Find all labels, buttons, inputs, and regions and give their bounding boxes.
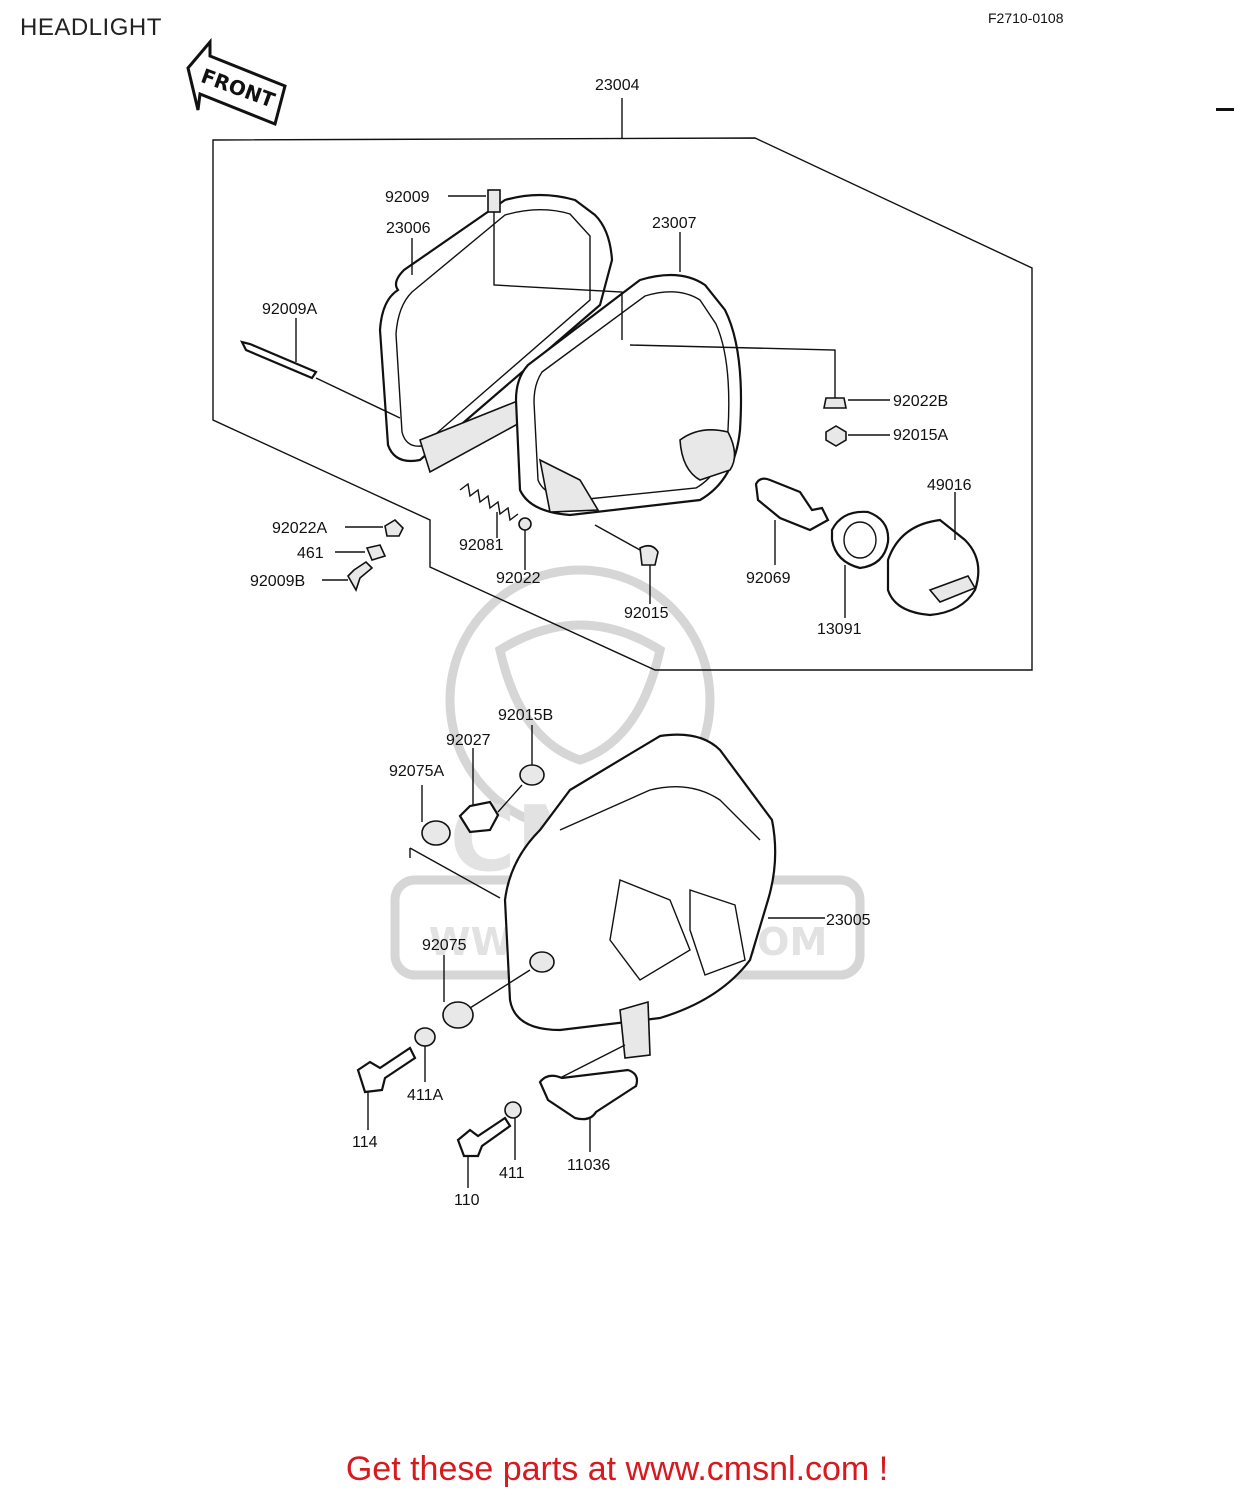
label-23004[interactable]: 23004 xyxy=(595,77,640,94)
headlight-housing-23005 xyxy=(503,733,777,1059)
headlight-rim xyxy=(378,193,614,474)
page-title: HEADLIGHT xyxy=(20,14,162,41)
housing-bracket xyxy=(619,1000,651,1059)
label-92022B[interactable]: 92022B xyxy=(893,393,948,410)
label-92009A[interactable]: 92009A xyxy=(262,301,317,318)
bulb-92069 xyxy=(754,477,830,532)
label-92009[interactable]: 92009 xyxy=(385,189,430,206)
footer-link[interactable]: Get these parts at www.cmsnl.com ! xyxy=(345,1450,889,1488)
lens-bottom-tab xyxy=(538,458,600,513)
bulb-socket-collar xyxy=(679,429,736,481)
label-13091[interactable]: 13091 xyxy=(817,621,862,638)
screw-92009B xyxy=(347,560,374,592)
label-92022A[interactable]: 92022A xyxy=(272,520,327,537)
housing-top-edge xyxy=(559,785,761,841)
headlight-lens-unit xyxy=(514,273,743,517)
grommet-92075 xyxy=(442,1001,474,1029)
label-92015B[interactable]: 92015B xyxy=(498,707,553,724)
housing-mount-hole xyxy=(529,951,555,973)
label-23006[interactable]: 23006 xyxy=(386,220,431,237)
figure-code: F2710-0108 xyxy=(988,10,1064,26)
screw-92009A-path xyxy=(315,377,401,419)
label-49016[interactable]: 49016 xyxy=(927,477,972,494)
label-92081[interactable]: 92081 xyxy=(459,537,504,554)
screw-92009 xyxy=(487,189,501,213)
assembly-boundary xyxy=(212,137,1033,671)
nut-92015B xyxy=(519,764,545,786)
label-23007[interactable]: 23007 xyxy=(652,215,697,232)
adjuster-path xyxy=(629,344,836,398)
front-arrow-shape xyxy=(186,37,287,127)
nut-92022 xyxy=(518,517,532,531)
label-92015A[interactable]: 92015A xyxy=(893,427,948,444)
dust-cap-49016 xyxy=(886,518,980,617)
nut-92022A xyxy=(384,518,404,537)
housing-body xyxy=(503,733,777,1032)
watermark-face xyxy=(494,620,666,765)
bracket-11036 xyxy=(538,1068,639,1121)
label-411A[interactable]: 411A xyxy=(407,1087,444,1104)
label-92015[interactable]: 92015 xyxy=(624,605,669,622)
label-92069[interactable]: 92069 xyxy=(746,570,791,587)
grommet-92075-path xyxy=(469,969,531,1009)
housing-window-left xyxy=(609,879,691,981)
label-92075[interactable]: 92075 xyxy=(422,937,467,954)
dust-cap-tab xyxy=(928,575,977,603)
label-114[interactable]: 114 xyxy=(352,1134,378,1151)
nut-92022B xyxy=(823,397,847,409)
housing-side-line xyxy=(409,847,501,899)
socket-13091-ring xyxy=(843,521,877,559)
nut-92015-path xyxy=(594,524,641,551)
label-11036[interactable]: 11036 xyxy=(567,1157,610,1174)
socket-13091 xyxy=(830,510,890,570)
label-92027[interactable]: 92027 xyxy=(446,732,491,749)
collar-92027 xyxy=(458,800,500,834)
label-461[interactable]: 461 xyxy=(297,545,324,562)
grommet-92075A xyxy=(421,820,451,846)
rim-inner xyxy=(395,209,591,447)
bracket-11036-path xyxy=(559,1044,626,1079)
housing-window-right xyxy=(689,889,746,976)
nut-92015 xyxy=(639,544,659,566)
label-92009B[interactable]: 92009B xyxy=(250,573,305,590)
washer-411 xyxy=(504,1101,522,1119)
label-92075A[interactable]: 92075A xyxy=(389,763,444,780)
front-arrow: FRONT xyxy=(186,37,287,127)
label-110[interactable]: 110 xyxy=(454,1192,480,1209)
rim-outer xyxy=(378,193,614,463)
washer-461 xyxy=(365,544,387,561)
washer-411A xyxy=(414,1027,436,1047)
screw-92009-path xyxy=(493,212,623,340)
label-92022[interactable]: 92022 xyxy=(496,570,541,587)
spring-92081 xyxy=(459,482,519,522)
label-23005[interactable]: 23005 xyxy=(826,912,871,929)
label-411[interactable]: 411 xyxy=(499,1165,525,1182)
bolt-114 xyxy=(356,1046,417,1094)
screw-92009A xyxy=(239,340,318,380)
nut-92015A xyxy=(825,425,847,447)
part-labels: 23004 92009 23006 23007 92009A 92022B 92… xyxy=(250,77,972,1209)
corner-mark xyxy=(1216,108,1234,111)
bolt-110 xyxy=(456,1116,512,1158)
collar-92027-path xyxy=(497,784,523,813)
